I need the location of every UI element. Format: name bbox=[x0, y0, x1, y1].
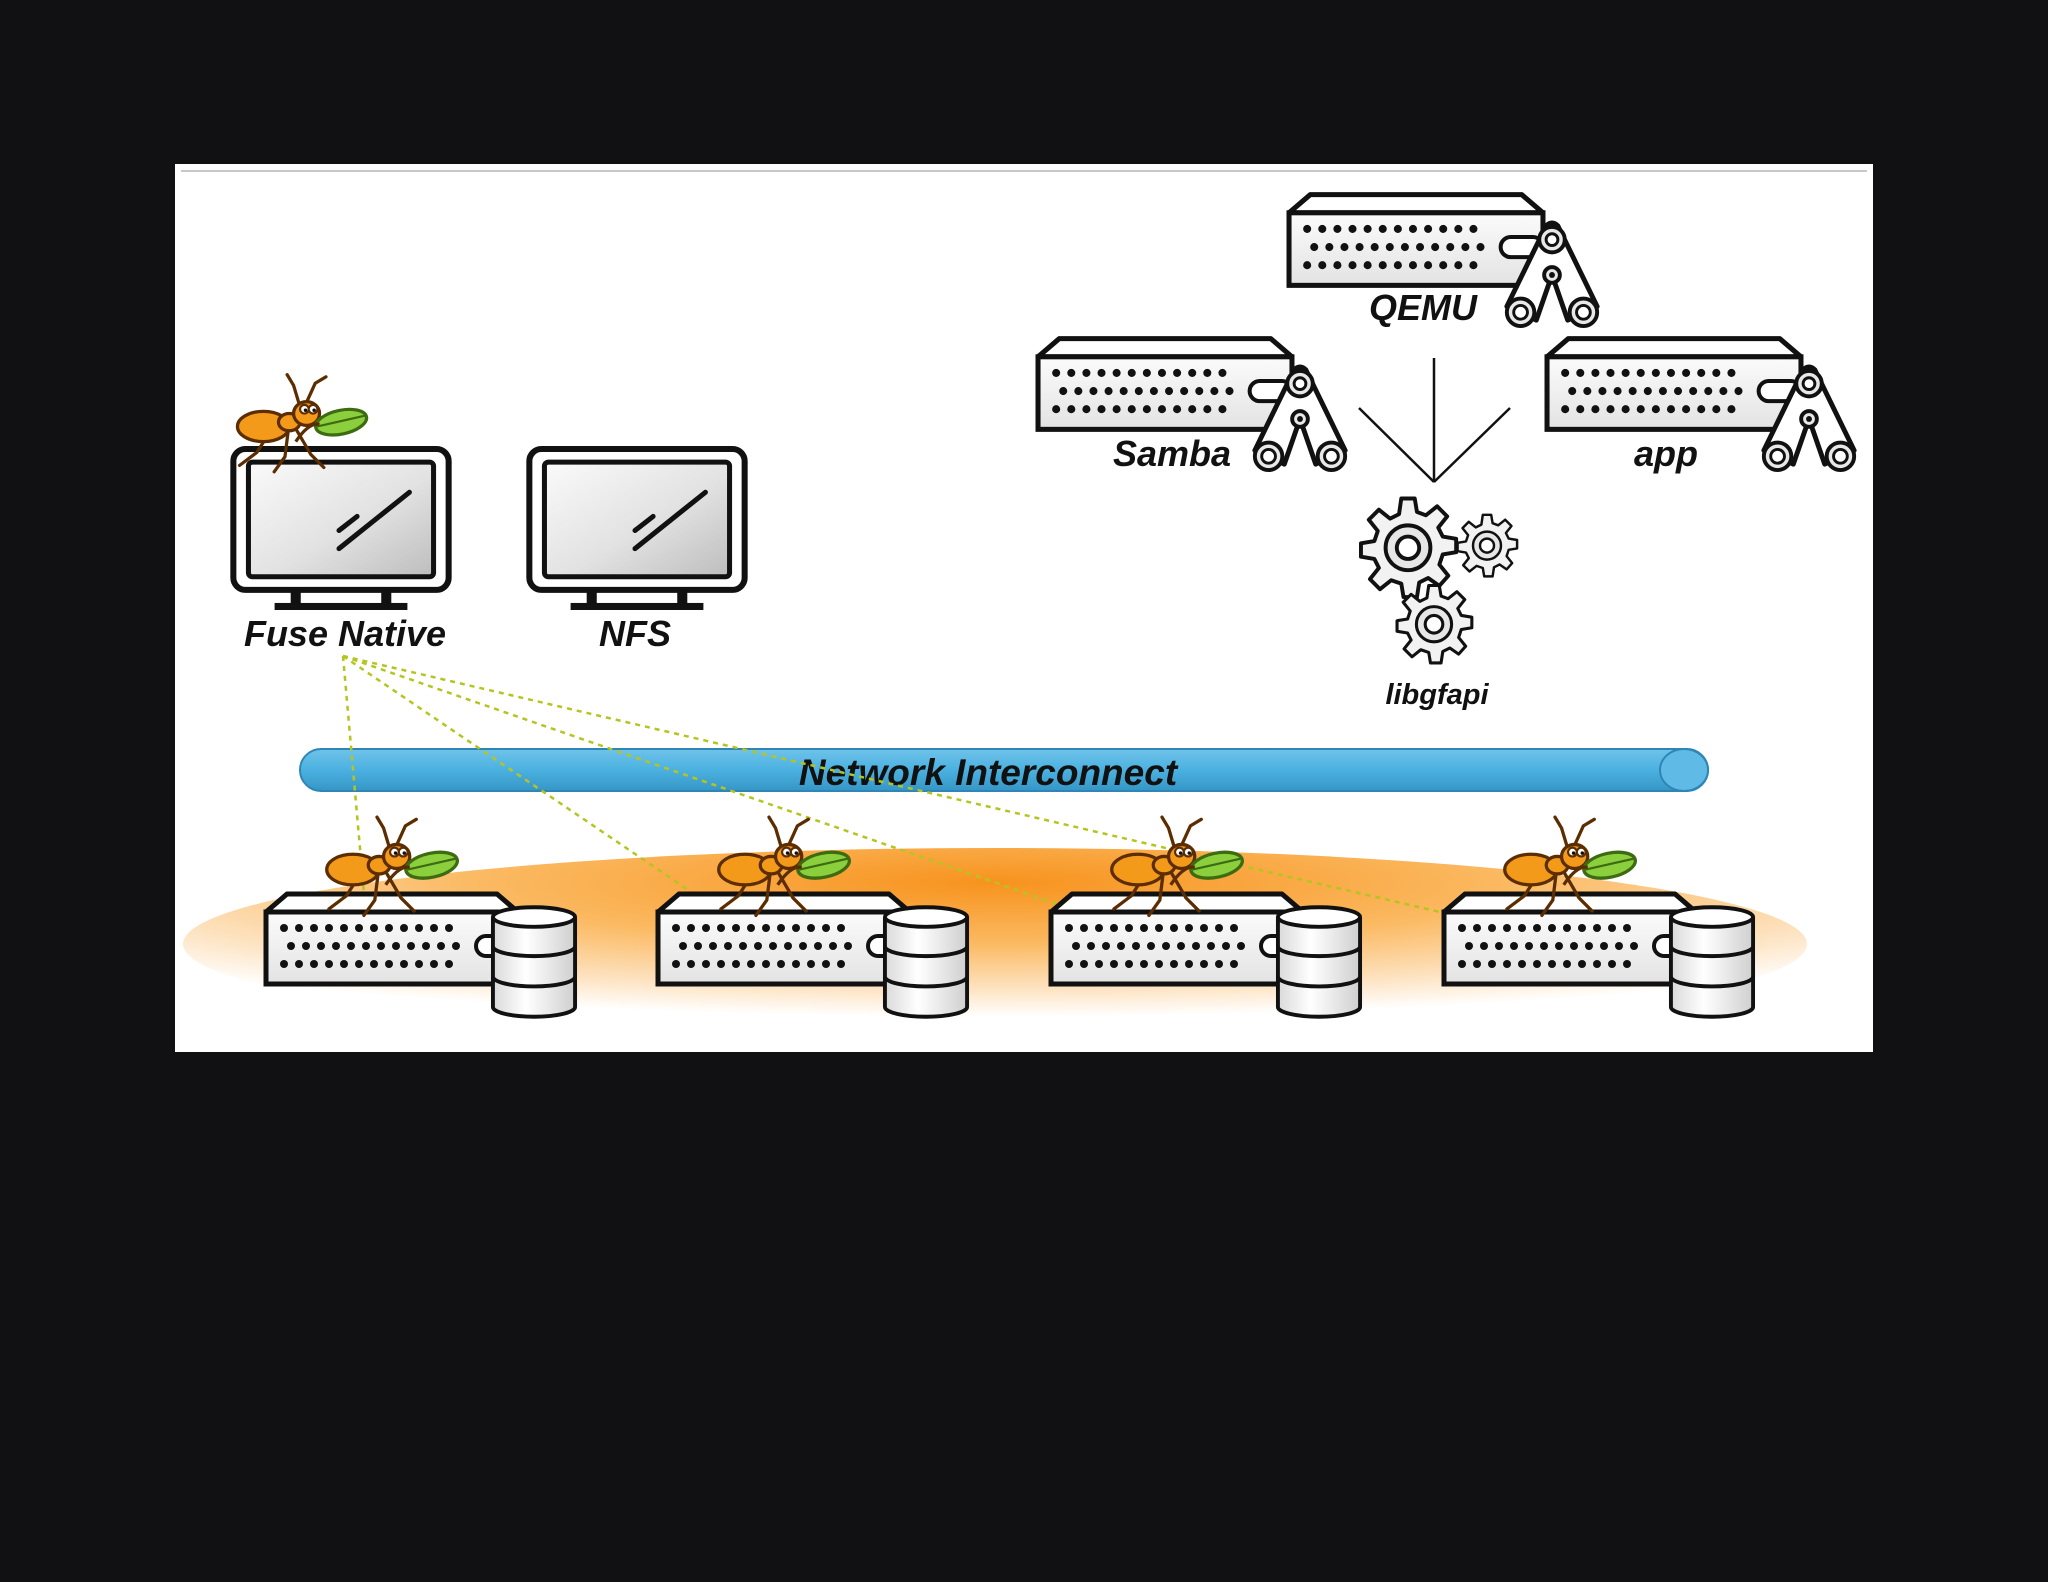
server-icon bbox=[1038, 339, 1292, 430]
gears-icon bbox=[1358, 496, 1459, 599]
libgfapi: libgfapi bbox=[1358, 496, 1519, 711]
database-icon bbox=[882, 905, 970, 1019]
gears-icon bbox=[1395, 583, 1474, 665]
app-app-label: app bbox=[1634, 433, 1698, 474]
monitor-icon bbox=[233, 449, 448, 610]
libgfapi-label: libgfapi bbox=[1385, 679, 1489, 711]
app-qemu-label: QEMU bbox=[1369, 287, 1478, 328]
server-icon bbox=[1289, 195, 1543, 286]
app-app: app bbox=[1547, 339, 1854, 474]
client-nfs: NFS bbox=[529, 449, 744, 654]
connection-line-4 bbox=[342, 654, 1441, 914]
connection-line-3 bbox=[342, 654, 1061, 907]
gears-icon bbox=[1456, 513, 1519, 578]
network-interconnect-bar: Network Interconnect bbox=[299, 748, 1709, 793]
network-interconnect-label: Network Interconnect bbox=[799, 752, 1179, 793]
database-icon bbox=[1275, 905, 1363, 1019]
server-icon bbox=[1547, 339, 1801, 430]
connection-line-1 bbox=[341, 655, 367, 906]
client-fuse-label: Fuse Native bbox=[244, 613, 446, 654]
app-qemu: QEMU bbox=[1289, 195, 1597, 328]
database-icon bbox=[1668, 905, 1756, 1019]
monitor-icon bbox=[529, 449, 744, 610]
app-samba-label: Samba bbox=[1113, 433, 1231, 474]
fuse-connections bbox=[341, 654, 1441, 914]
connection-line-2 bbox=[342, 654, 701, 900]
database-icon bbox=[490, 905, 578, 1019]
storage-cluster-glow bbox=[183, 848, 1807, 1040]
app-to-library-lines bbox=[1358, 358, 1511, 483]
client-nfs-label: NFS bbox=[599, 613, 671, 654]
app-samba: Samba bbox=[1038, 339, 1345, 474]
client-fuse-native: Fuse Native bbox=[233, 373, 448, 654]
